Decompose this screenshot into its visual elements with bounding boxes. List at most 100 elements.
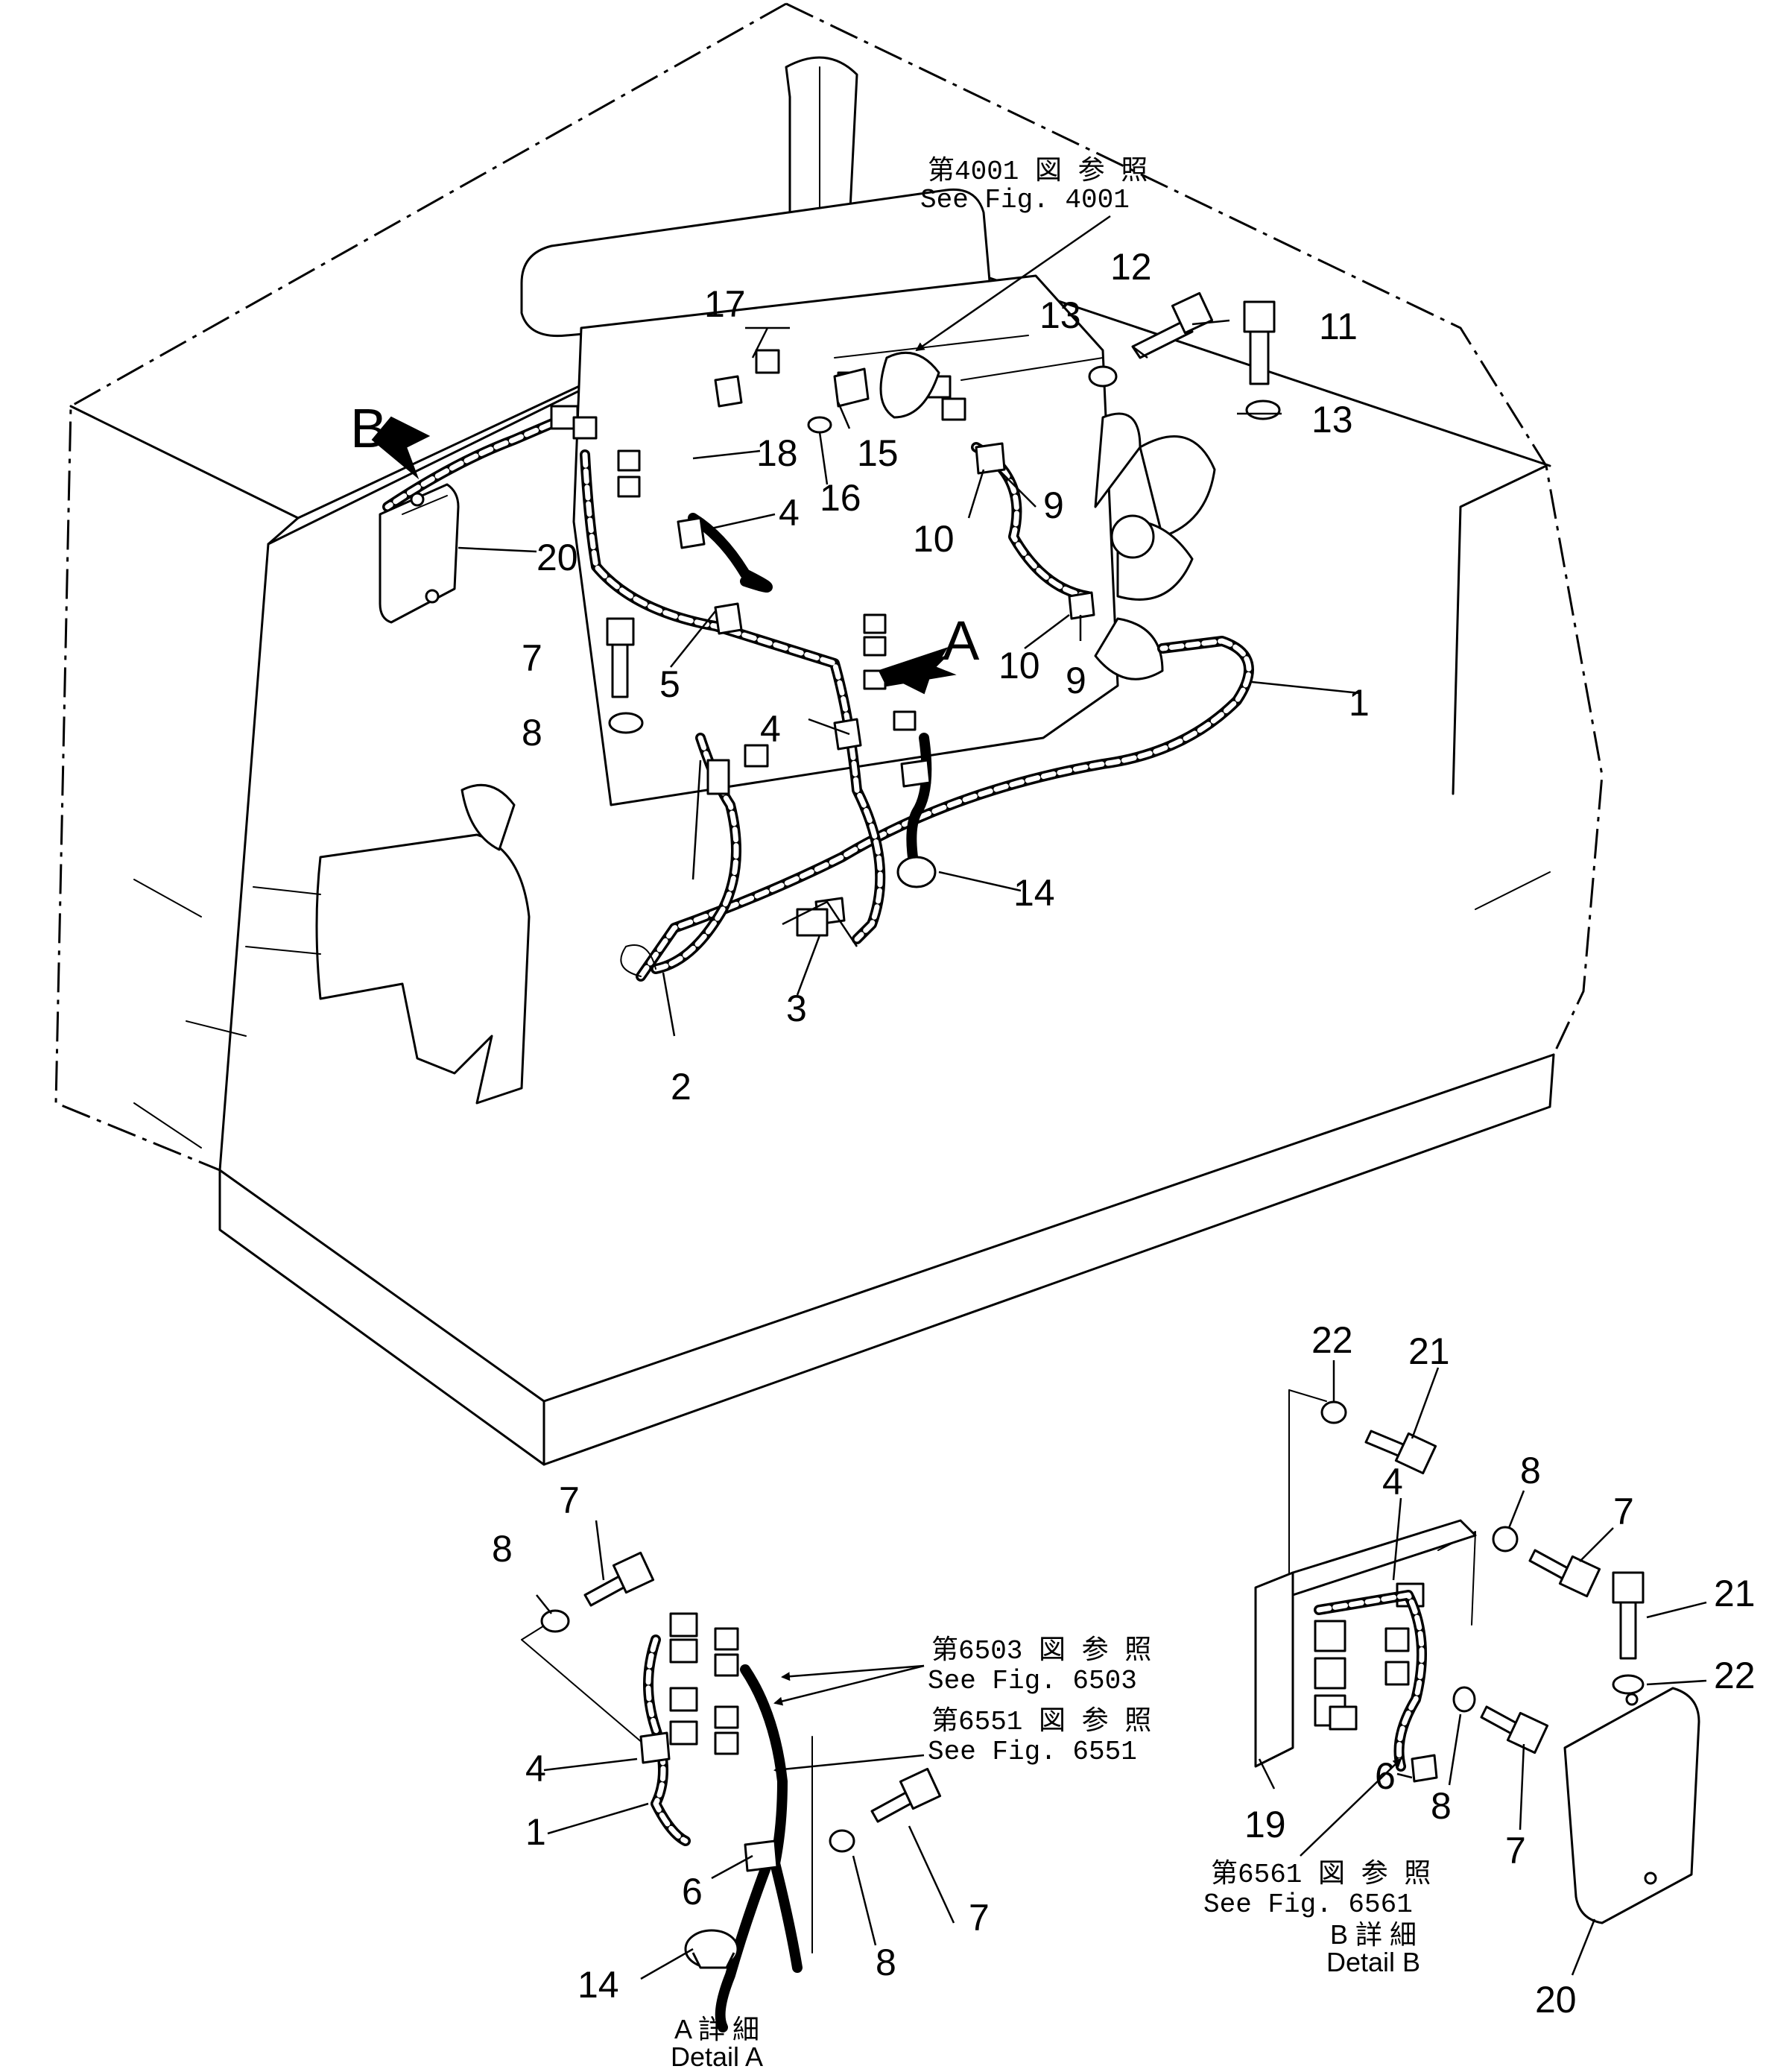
ref-6503-jp: 第6503 図 参 照 (931, 1634, 1151, 1667)
detail-b-caption-jp: B 詳 細 (1330, 1919, 1417, 1950)
washer-8b (829, 1829, 855, 1853)
bolt-7-detail-a-top (583, 1551, 655, 1607)
connector (893, 710, 917, 731)
ref-4001-jp: 第4001 図 参 照 (928, 155, 1148, 187)
connector (1329, 1705, 1358, 1731)
detail-a-caption-jp: A 詳 細 (674, 2014, 759, 2044)
connector (572, 416, 598, 440)
detail-b-caption-en: Detail B (1326, 1947, 1420, 1977)
detail-a-callout-14: 14 (577, 1964, 619, 2006)
callout-16: 16 (820, 477, 861, 519)
clamp (1068, 591, 1095, 620)
detail-b-callout-8-bottom: 8 (1431, 1785, 1452, 1827)
washer-8-b-top (1492, 1526, 1519, 1553)
callout-15: 15 (857, 432, 899, 474)
bolt-7-main (606, 617, 635, 698)
callout-13a: 13 (1039, 294, 1081, 336)
bolt-7-detail-b-bottom (1480, 1705, 1549, 1754)
view-b-label: B (350, 397, 387, 459)
connector (744, 744, 769, 768)
detail-b-callout-20: 20 (1535, 1979, 1577, 2021)
detail-b-callout-6: 6 (1375, 1755, 1396, 1797)
callout-3: 3 (786, 988, 807, 1029)
clamp (714, 375, 743, 408)
washer-8-b-bottom (1452, 1686, 1476, 1713)
washer-8a (540, 1609, 570, 1633)
cover-20 (1563, 1687, 1700, 1924)
detail-a-callout-1: 1 (525, 1811, 546, 1853)
view-b-arrow (371, 416, 431, 480)
clamp-6 (744, 1839, 779, 1872)
ref-6503-en: See Fig. 6503 (928, 1666, 1137, 1696)
connector (669, 1638, 698, 1664)
washer-8-main (608, 712, 644, 734)
connector (617, 449, 641, 472)
ref-6551-en: See Fig. 6551 (928, 1737, 1137, 1767)
callout-10a: 10 (913, 518, 955, 560)
detail-a-callout-7-bottom: 7 (969, 1897, 990, 1939)
bracket-19 (1254, 1571, 1294, 1768)
connector (863, 636, 887, 657)
callout-10b: 10 (998, 645, 1040, 686)
detail-a-callout-6: 6 (682, 1871, 703, 1913)
engine-sensor (879, 351, 940, 419)
connector (714, 1627, 739, 1651)
callout-8: 8 (522, 712, 542, 754)
connector (1384, 1627, 1410, 1652)
fan (1094, 412, 1216, 680)
horn (896, 856, 937, 888)
relay (1314, 1657, 1346, 1690)
bolt-11 (1243, 300, 1276, 385)
bolt-7-detail-a-bottom (870, 1767, 942, 1823)
relay (1314, 1620, 1346, 1652)
ref-4001-en: See Fig. 4001 (920, 185, 1130, 215)
callout-17: 17 (704, 283, 746, 325)
detail-a-caption-en: Detail A (671, 2041, 763, 2072)
o-ring-16 (807, 416, 832, 434)
washer-22b (1612, 1674, 1645, 1695)
callout-11: 11 (1319, 306, 1358, 347)
ref-6561-jp: 第6561 図 参 照 (1211, 1858, 1431, 1890)
view-a-label: A (943, 610, 980, 672)
transmission (315, 833, 531, 1105)
connector (863, 613, 887, 634)
callout-9b: 9 (1066, 660, 1086, 701)
callout-2: 2 (671, 1066, 691, 1108)
detail-b-callout-22-right: 22 (1714, 1655, 1756, 1696)
connector (617, 476, 641, 498)
callout-9a: 9 (1043, 484, 1064, 526)
detail-b-callout-4: 4 (1382, 1461, 1403, 1503)
ref-6551-jp: 第6551 図 参 照 (931, 1705, 1151, 1737)
engine-assembly (186, 56, 1216, 1105)
callout-18: 18 (756, 432, 798, 474)
clamp (714, 602, 743, 635)
bolt-12 (1131, 291, 1214, 359)
controller-box (379, 483, 460, 624)
sensor-15 (833, 367, 870, 408)
washer-13a (1088, 365, 1118, 388)
detail-b: 22 21 4 8 7 21 22 19 6 8 7 20 第6561 図 参 … (1203, 1319, 1756, 2021)
connector (714, 1705, 739, 1729)
callout-13b: 13 (1311, 399, 1353, 440)
bolt-7-detail-b-top (1528, 1549, 1601, 1598)
ref-6561-en: See Fig. 6561 (1203, 1889, 1413, 1920)
main-callouts: 1 2 3 4 4 5 7 8 9 9 10 10 11 12 13 13 14… (350, 155, 1370, 1108)
detail-b-callout-7-bottom: 7 (1505, 1830, 1526, 1872)
washer-13b (1245, 399, 1281, 420)
engine-block (572, 274, 1119, 806)
clamp-6b (1411, 1754, 1438, 1783)
fitting (796, 908, 829, 937)
connector (941, 397, 966, 421)
detail-b-callout-8-top: 8 (1520, 1450, 1541, 1491)
detail-a-callout-4: 4 (525, 1748, 546, 1790)
bolt-21-right (1612, 1571, 1645, 1660)
connector (714, 1731, 739, 1755)
detail-b-callout-22-top: 22 (1311, 1319, 1353, 1361)
clamp (900, 759, 931, 788)
connector (669, 1687, 698, 1712)
detail-a: 7 8 4 1 6 14 8 7 第6503 図 参 照 See Fig. 65… (492, 1479, 1151, 2072)
connector (714, 1653, 739, 1677)
detail-b-callout-21-right: 21 (1714, 1573, 1756, 1614)
connector (669, 1720, 698, 1746)
